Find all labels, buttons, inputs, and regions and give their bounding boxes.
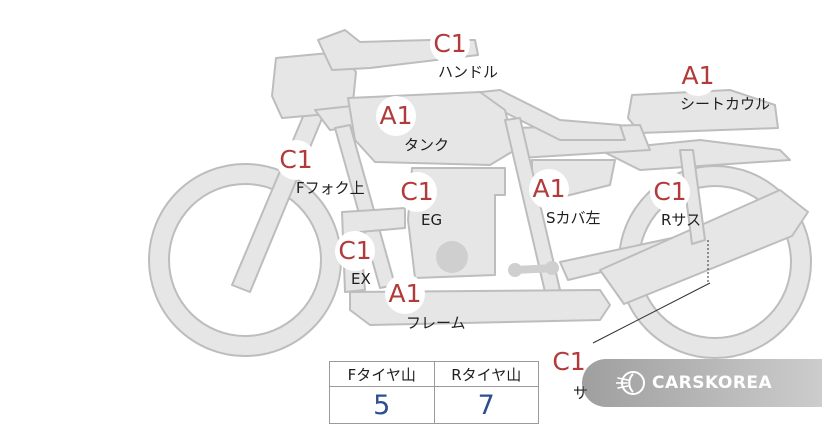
- grade-badge: C1: [650, 172, 690, 212]
- part-label: Sカバ左: [546, 209, 601, 227]
- brand-name: CARSKOREA: [652, 373, 773, 393]
- leader-line: [592, 282, 711, 344]
- part-label: Rサス: [661, 211, 702, 229]
- tread-header-front: Fタイヤ山: [329, 361, 435, 387]
- part-label: ハンドル: [438, 63, 499, 81]
- muffler: [599, 189, 809, 305]
- part-label: フレーム: [406, 314, 466, 332]
- part-label: タンク: [404, 136, 450, 154]
- grade-badge: C1: [430, 24, 470, 64]
- tire-tread-table: Fタイヤ山 Rタイヤ山 5 7: [329, 361, 539, 424]
- tread-value-front: 5: [329, 386, 435, 424]
- tread-value-rear: 7: [433, 386, 539, 424]
- grade-badge: A1: [385, 274, 425, 314]
- grade-badge: C1: [276, 140, 316, 180]
- part-label: EG: [421, 211, 443, 229]
- brand-watermark: CARSKOREA: [582, 359, 822, 407]
- grade-badge: C1: [397, 172, 437, 212]
- part-label: シートカウル: [680, 95, 771, 113]
- tread-header-rear: Rタイヤ山: [433, 361, 539, 387]
- grade-badge: A1: [678, 56, 718, 96]
- seat-cowl: [627, 89, 779, 134]
- flame-logo-icon: [616, 371, 645, 395]
- part-label: EX: [351, 270, 371, 288]
- grade-badge: A1: [376, 96, 416, 136]
- grade-badge: C1: [335, 231, 375, 271]
- part-label: Fフォク上: [296, 179, 365, 197]
- grade-badge: A1: [529, 169, 569, 209]
- rear-shock: [679, 149, 706, 245]
